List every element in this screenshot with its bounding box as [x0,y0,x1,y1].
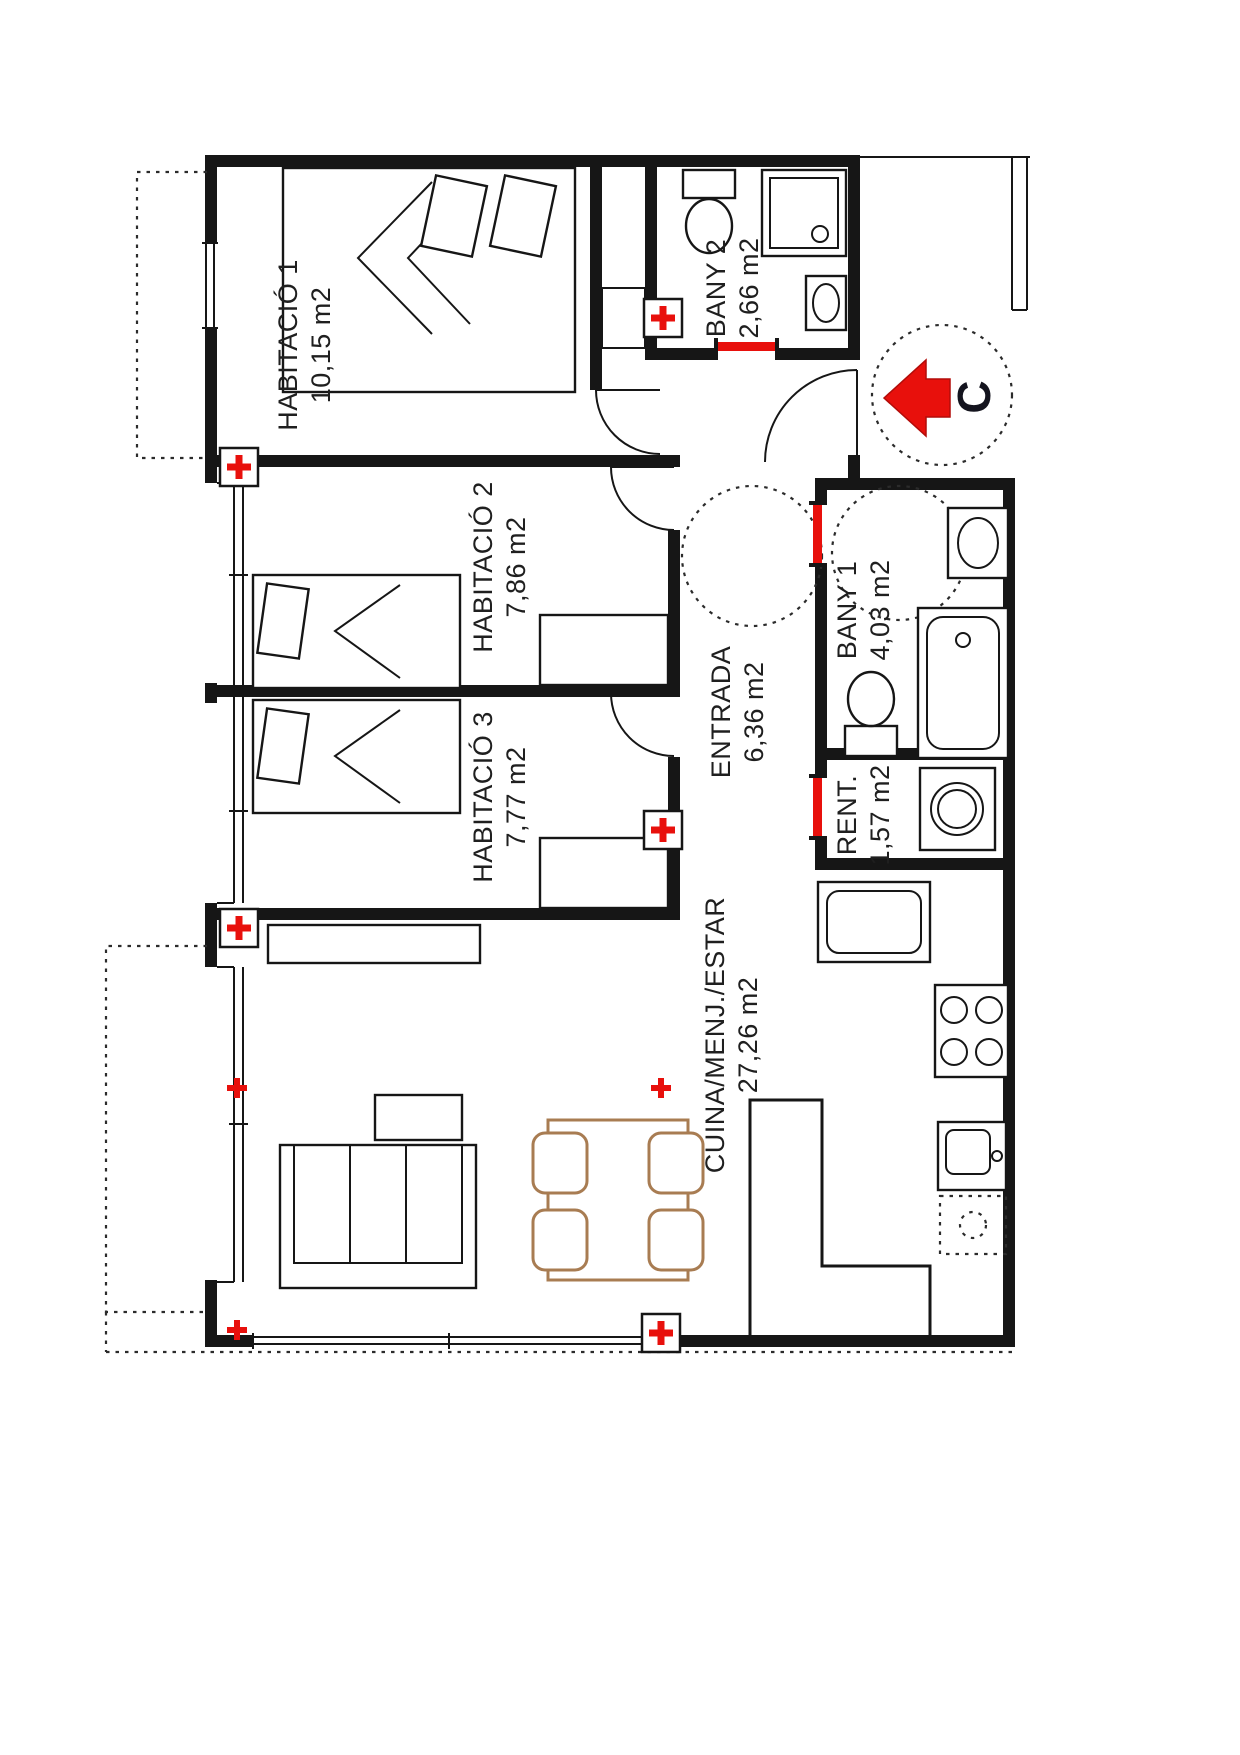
sideboard [266,923,482,965]
cross-icon [651,1078,671,1098]
kitchen-counter [748,1098,932,1347]
sofa [278,1143,478,1290]
cross-box-icon [218,907,260,949]
red-door-markers [714,338,826,840]
tv-table [373,1093,464,1142]
room-name-entrada: ENTRADA [706,646,736,779]
room-area-habitacio-2: 7,86 m2 [501,516,531,617]
dining-table-set [531,1118,705,1282]
room-area-cuina: 27,26 m2 [733,977,763,1094]
room-area-bany-2: 2,66 m2 [734,237,764,338]
kitchen-sink-icon [936,1120,1008,1192]
room-name-habitacio-2: HABITACIÓ 2 [467,481,498,653]
fridge-icon [816,880,932,964]
room-name-bany-2: BANY 2 [701,239,731,338]
utility-cross-markers [218,297,684,1354]
wardrobe-hab2 [538,613,670,687]
sink-bany1-icon [946,506,1010,580]
cross-box-icon [218,446,260,488]
stair-landing [860,156,1030,311]
room-name-cuina: CUINA/MENJ./ESTAR [700,897,730,1174]
room-area-bany-1: 4,03 m2 [865,559,895,660]
bed-double [281,166,577,394]
room-name-habitacio-1: HABITACIÓ 1 [272,259,303,431]
duct-shaft [601,287,646,349]
washing-machine-icon [918,766,997,852]
unit-letter: C [948,380,1000,413]
arrow-left-icon [882,358,951,438]
shower-icon [760,168,848,258]
stove-icon [933,983,1010,1079]
unit-entrance-arrow [882,358,951,438]
room-name-bany-1: BANY 1 [832,561,862,660]
cross-box-icon [642,809,684,851]
kitchen-dashed-area [938,1194,1008,1256]
bed-single-hab2 [251,573,462,690]
room-name-habitacio-3: HABITACIÓ 3 [467,711,498,883]
room-area-rentador: 1,57 m2 [865,764,895,865]
room-name-rentador: RENT. [832,775,862,856]
toilet-bany2-icon [681,168,737,255]
room-labels: HABITACIÓ 1 10,15 m2 BANY 2 2,66 m2 HABI… [272,237,895,1173]
sink-bany2-icon [804,274,848,332]
room-area-entrada: 6,36 m2 [739,661,769,762]
cross-box-icon [642,297,684,339]
bathtub-icon [916,606,1010,760]
door-swings [595,369,858,757]
cross-icon [227,1320,247,1340]
room-area-habitacio-3: 7,77 m2 [501,746,531,847]
cross-box-icon [640,1312,682,1354]
bed-single-hab3 [251,698,462,815]
toilet-bany1-icon [843,670,899,758]
cross-icon [227,1078,247,1098]
room-area-habitacio-1: 10,15 m2 [306,287,336,404]
